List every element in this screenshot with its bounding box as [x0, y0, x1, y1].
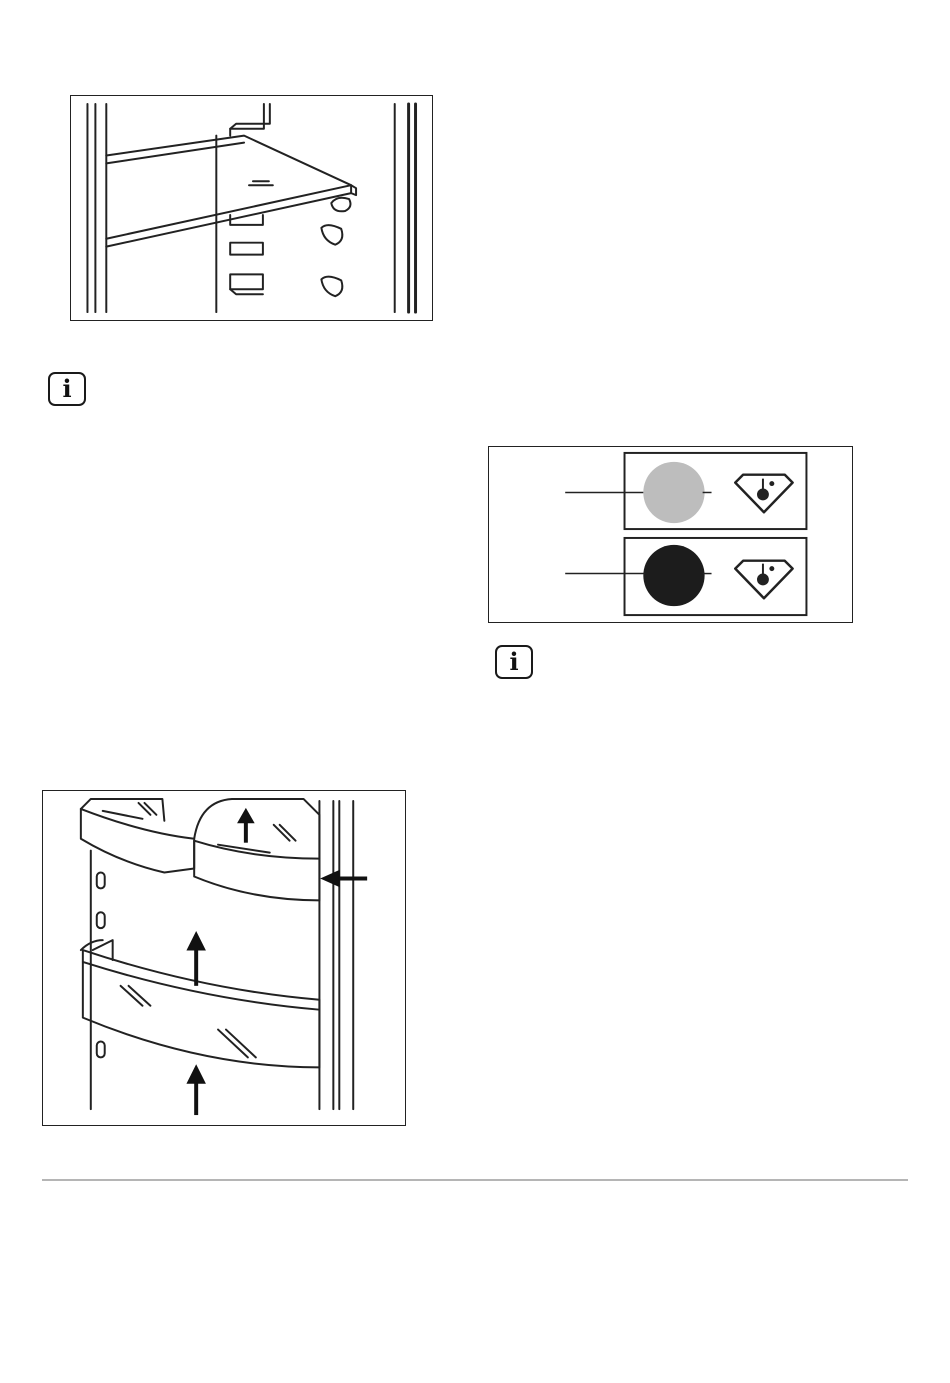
page-divider [42, 1179, 908, 1181]
thermometer-drop-icon [735, 475, 792, 513]
shelf-figure [70, 95, 433, 321]
temperature-indicator-figure [488, 446, 853, 623]
door-shelves-figure [42, 790, 406, 1126]
info-icon: i [495, 645, 533, 679]
ok-state-indicator [643, 462, 704, 523]
shelf-illustration [71, 96, 432, 320]
indicator-illustration [489, 447, 852, 622]
info-icon: i [48, 372, 86, 406]
warning-state-indicator [643, 545, 704, 606]
thermometer-drop-icon [735, 561, 792, 599]
door-shelves-illustration [43, 791, 405, 1125]
